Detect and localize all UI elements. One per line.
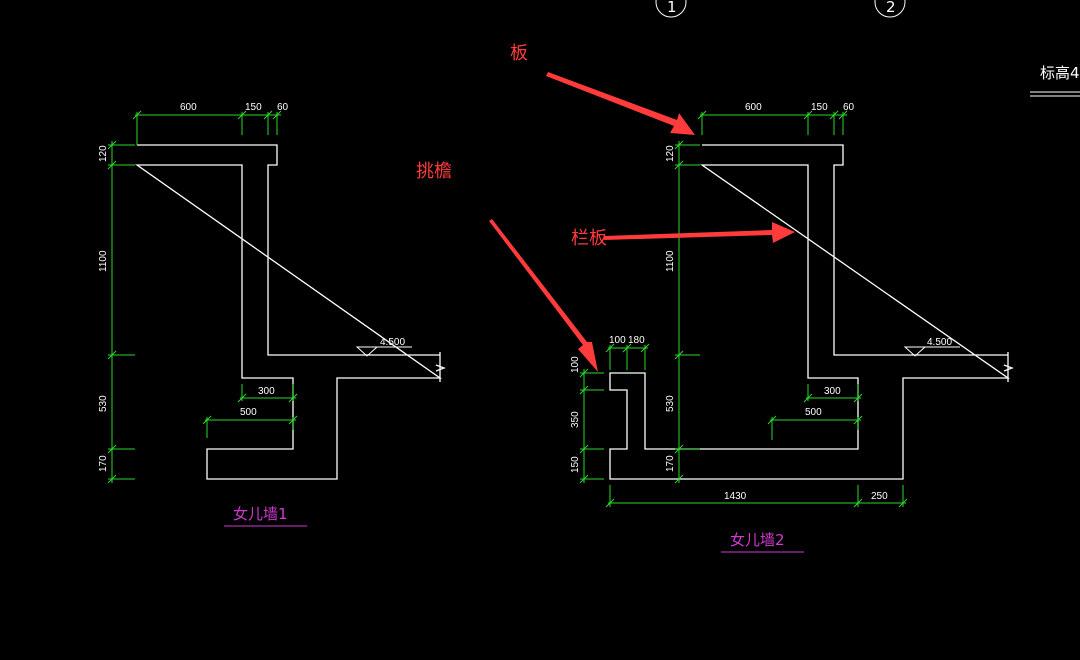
wall2-top-dimension [697, 110, 848, 135]
axis-bubble-1: 1 [655, 0, 687, 18]
wall1-dim-150: 150 [245, 102, 262, 113]
wall2-dim-150: 150 [811, 102, 828, 113]
wall1-outline [134, 144, 443, 480]
wall2-dim-500: 500 [805, 407, 822, 418]
wall2-dim-300-line [803, 384, 863, 403]
axis-bubble-2: 2 [874, 0, 906, 18]
axis-label-2: 2 [886, 0, 896, 16]
wall1-dim-300-line [237, 384, 298, 403]
wall1-dim-120: 120 [98, 145, 109, 162]
wall2-dim-1430: 1430 [724, 491, 747, 502]
wall2-dim-120: 120 [665, 145, 676, 162]
wall2-dim-500-line [767, 415, 863, 440]
wall2-dim-530: 530 [665, 395, 676, 412]
elevation-header: 标高4 [1030, 64, 1080, 97]
wall2-dim-300: 300 [824, 386, 841, 397]
wall1-dim-600: 600 [180, 102, 197, 113]
arrow-slab-icon [546, 72, 695, 135]
wall1-elevation-text: 4.500 [380, 337, 405, 348]
wall2-break-mark [1003, 352, 1014, 382]
wall1-break-mark [435, 352, 446, 382]
wall2-title: 女儿墙2 [730, 531, 785, 549]
annotation-eave: 挑檐 [416, 161, 452, 182]
wall1-top-dimension [132, 110, 282, 145]
wall2-eave-top-dimension [605, 343, 650, 370]
wall2-outline [609, 144, 1011, 480]
wall2-dim-250: 250 [871, 491, 888, 502]
wall2-dim-100-side: 100 [570, 356, 581, 373]
wall2-bottom-dimension [605, 485, 908, 508]
wall2-dim-180: 180 [628, 335, 645, 346]
wall2-dim-150-side: 150 [570, 456, 581, 473]
wall1-dim-500: 500 [240, 407, 257, 418]
elevation-header-label: 标高4 [1040, 64, 1080, 82]
arrow-parapet-panel-icon [604, 222, 795, 243]
wall1-dim-170: 170 [98, 455, 109, 472]
parapet-wall-2: 600 150 60 120 1100 530 170 [570, 102, 1014, 553]
wall1-side-dimension [107, 140, 135, 484]
wall2-side-dimension [674, 140, 700, 484]
axis-label-1: 1 [667, 0, 677, 16]
wall1-dim-500-line [202, 415, 298, 438]
wall2-elevation-marker [903, 346, 960, 357]
wall1-dim-530: 530 [98, 395, 109, 412]
wall1-dim-1100: 1100 [98, 250, 109, 272]
annotation-slab: 板 [510, 43, 528, 64]
wall1-dim-300: 300 [258, 386, 275, 397]
wall2-dim-100-top: 100 [609, 335, 626, 346]
wall1-title: 女儿墙1 [233, 505, 288, 523]
wall2-dim-1100: 1100 [665, 250, 676, 272]
annotation-parapet-panel: 栏板 [571, 228, 607, 249]
wall1-elevation-marker [355, 346, 412, 357]
wall2-dim-350: 350 [570, 411, 581, 428]
wall2-dim-600: 600 [745, 102, 762, 113]
parapet-wall-1: 600 150 60 120 1100 530 170 [98, 102, 446, 527]
wall2-eave-side-dimension [579, 368, 604, 484]
wall2-dim-60: 60 [843, 102, 855, 113]
arrow-eave-icon [489, 219, 598, 372]
wall1-dim-60: 60 [277, 102, 289, 113]
wall2-elevation-text: 4.500 [927, 337, 952, 348]
wall2-dim-170: 170 [665, 455, 676, 472]
